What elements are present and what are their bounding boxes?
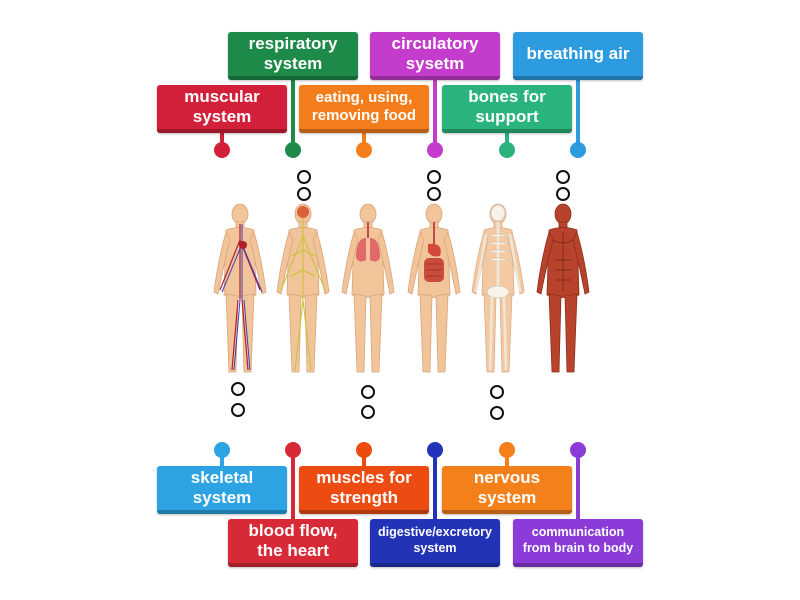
drag-handle-ring[interactable] [231, 382, 245, 396]
pin-stem-nervous [505, 450, 509, 470]
label-muscles-for-strength[interactable]: muscles for strength [299, 466, 429, 514]
label-muscular-system[interactable]: muscular system [157, 85, 287, 133]
drag-handle-ring[interactable] [556, 187, 570, 201]
pin-dot-muscles-strength[interactable] [356, 442, 372, 458]
label-breathing-air[interactable]: breathing air [513, 32, 643, 80]
pin-stem-respiratory [291, 76, 295, 150]
pin-stem-blood-flow [291, 450, 295, 522]
label-nervous-system[interactable]: nervous system [442, 466, 572, 514]
pin-dot-digestive[interactable] [427, 442, 443, 458]
drag-handle-ring[interactable] [427, 187, 441, 201]
label-blood-flow-the-heart[interactable]: blood flow, the heart [228, 519, 358, 567]
pin-dot-blood-flow[interactable] [285, 442, 301, 458]
circulatory-figure-icon [213, 203, 267, 373]
label-respiratory-system[interactable]: respiratory system [228, 32, 358, 80]
pin-stem-communication [576, 450, 580, 522]
label-bones-for-support[interactable]: bones for support [442, 85, 572, 133]
digestive-figure-icon [407, 203, 461, 373]
pin-stem-breathing [576, 76, 580, 150]
drag-handle-ring[interactable] [490, 385, 504, 399]
pin-dot-skeletal[interactable] [214, 442, 230, 458]
nervous-figure-icon [276, 203, 330, 373]
label-skeletal-system[interactable]: skeletal system [157, 466, 287, 514]
pin-stem-eating [362, 128, 366, 150]
pin-dot-communication[interactable] [570, 442, 586, 458]
drag-handle-ring[interactable] [297, 170, 311, 184]
drag-handle-ring[interactable] [361, 385, 375, 399]
drag-handle-ring[interactable] [297, 187, 311, 201]
pin-stem-digestive [433, 450, 437, 522]
label-digestive-excretory-system[interactable]: digestive/excretory system [370, 519, 500, 567]
pin-stem-circulatory [433, 76, 437, 150]
label-eating-using-removing-food[interactable]: eating, using, removing food [299, 85, 429, 133]
drag-handle-ring[interactable] [361, 405, 375, 419]
pin-dot-breathing[interactable] [570, 142, 586, 158]
pin-stem-skeletal [220, 450, 224, 470]
pin-stem-muscular [220, 128, 224, 150]
pin-dot-bones[interactable] [499, 142, 515, 158]
pin-stem-bones [505, 128, 509, 150]
pin-dot-muscular[interactable] [214, 142, 230, 158]
respiratory-figure-icon [341, 203, 395, 373]
pin-stem-muscles-strength [362, 450, 366, 470]
pin-dot-circulatory[interactable] [427, 142, 443, 158]
drag-handle-ring[interactable] [427, 170, 441, 184]
drag-handle-ring[interactable] [231, 403, 245, 417]
drag-handle-ring[interactable] [556, 170, 570, 184]
pin-dot-respiratory[interactable] [285, 142, 301, 158]
label-circulatory-system[interactable]: circulatory sysetm [370, 32, 500, 80]
pin-dot-eating[interactable] [356, 142, 372, 158]
muscular-figure-icon [536, 203, 590, 373]
skeletal-figure-icon [471, 203, 525, 373]
drag-handle-ring[interactable] [490, 406, 504, 420]
label-communication-brain-to-body[interactable]: communication from brain to body [513, 519, 643, 567]
pin-dot-nervous[interactable] [499, 442, 515, 458]
